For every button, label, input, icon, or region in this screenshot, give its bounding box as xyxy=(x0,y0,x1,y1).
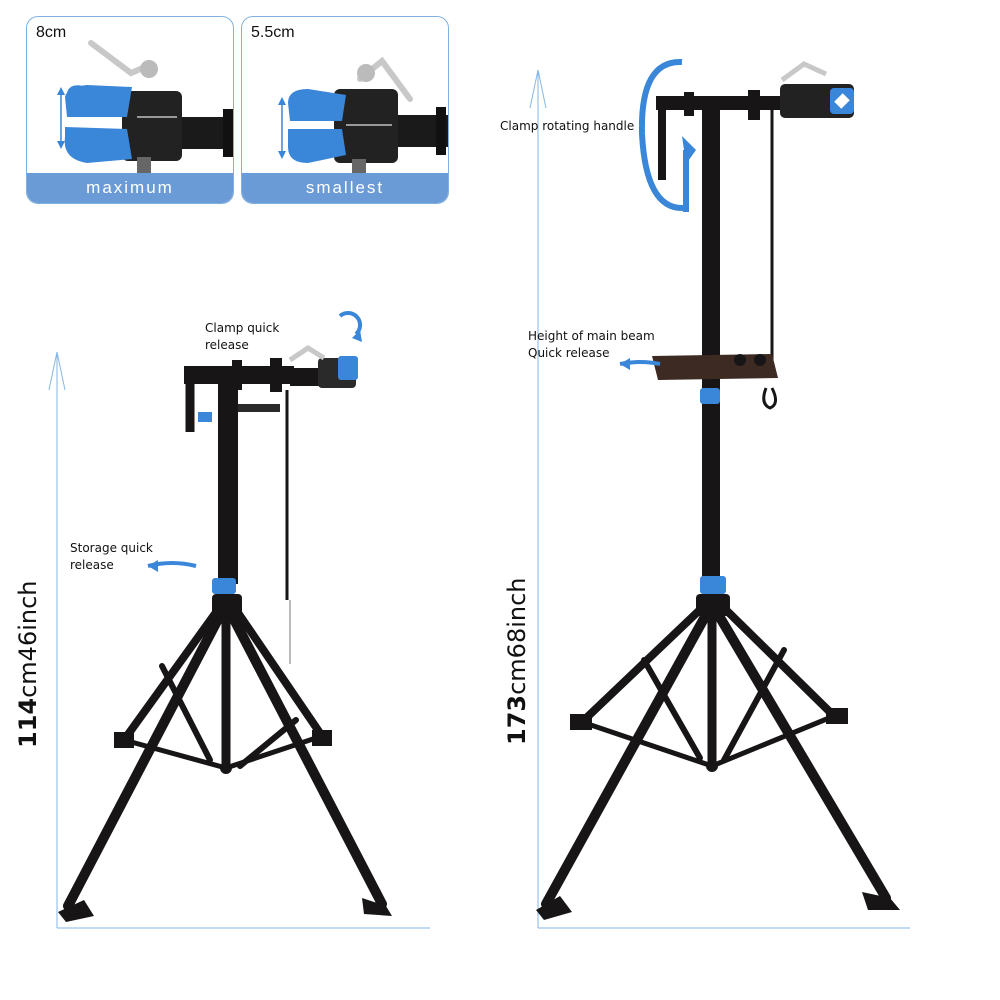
height-main-beam-label: Height of main beam Quick release xyxy=(528,329,655,360)
tall-stand xyxy=(529,58,910,929)
tall-height-cm-value: 173 xyxy=(503,694,531,745)
tall-height-inch: 68inch xyxy=(503,577,531,659)
clamp-maximum-illustration xyxy=(57,40,233,183)
clamp-smallest-illustration xyxy=(278,56,448,185)
clamp-smallest-size: 5.5cm xyxy=(251,24,295,41)
short-stand xyxy=(48,310,430,929)
clamp-smallest-caption: smallest xyxy=(242,173,448,203)
storage-quick-release-label: Storage quick release xyxy=(70,541,153,572)
clamp-quick-release-label: Clamp quick release xyxy=(205,321,280,352)
tall-stand-height-label: 173cm68inch xyxy=(503,577,531,745)
short-height-inch: 46inch xyxy=(14,580,42,662)
storage-release-arrow-icon xyxy=(147,560,197,572)
rotate-arrows-icon xyxy=(338,310,363,342)
beam-release-arrow-icon xyxy=(619,358,661,370)
tall-height-cm-unit: cm xyxy=(503,658,531,695)
rotate-handle-arrow-icon xyxy=(638,58,696,212)
short-height-cm-value: 114 xyxy=(14,697,42,748)
clamp-maximum-caption: maximum xyxy=(27,173,233,203)
short-stand-height-label: 114cm46inch xyxy=(14,580,42,748)
short-height-cm-unit: cm xyxy=(14,661,42,698)
clamp-maximum-size: 8cm xyxy=(36,24,67,41)
inset-clamp-maximum: 8cm maximum xyxy=(26,16,234,204)
inset-clamp-smallest: 5.5cm smallest xyxy=(241,16,449,204)
clamp-rotating-handle-label: Clamp rotating handle xyxy=(500,119,635,133)
